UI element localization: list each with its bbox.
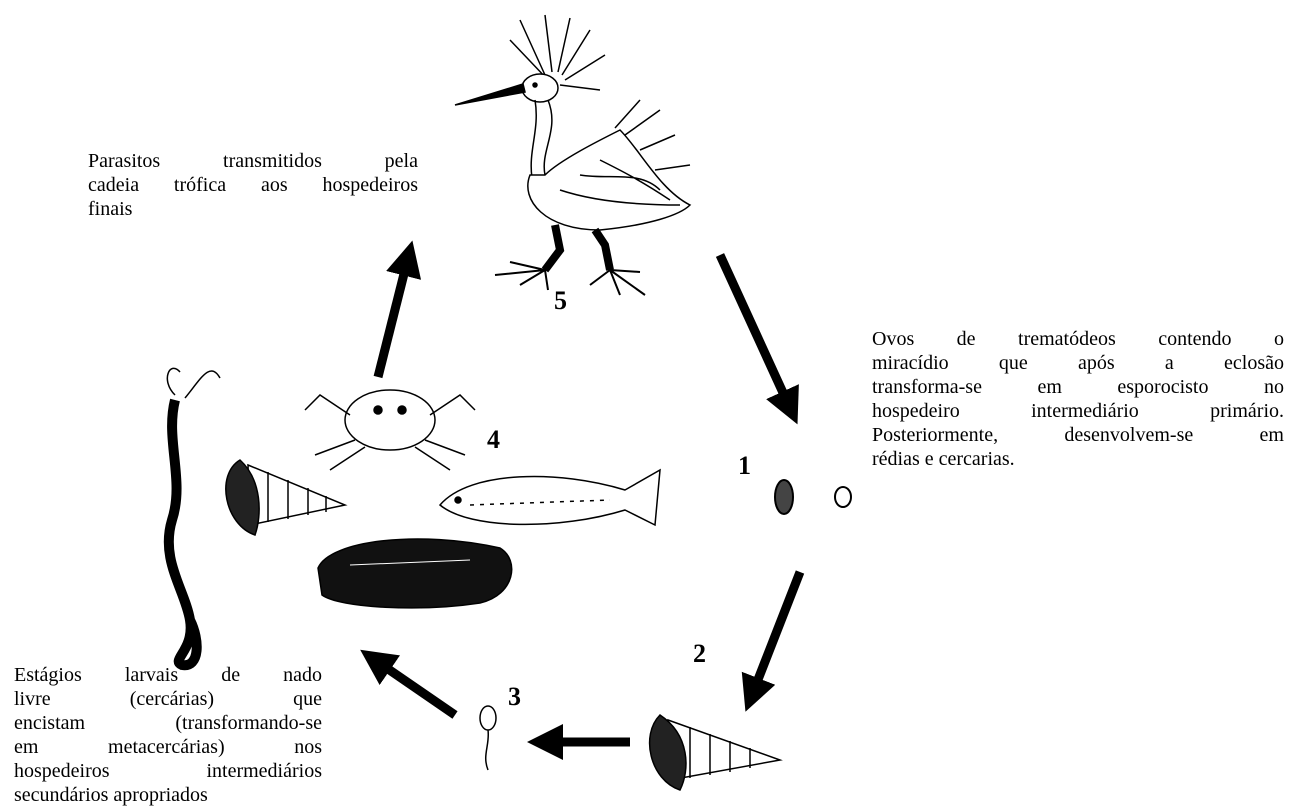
caption-line: rédias e cercarias. <box>872 447 1284 471</box>
stage-number-4: 4 <box>487 427 500 453</box>
arrow-eggs-to-snail <box>752 572 800 695</box>
stage-number-5: 5 <box>554 288 567 314</box>
caption-line: finais <box>88 197 418 221</box>
group-snail-icon <box>226 460 345 535</box>
arrow-hosts-to-bird <box>378 258 408 377</box>
stage-number-1: 1 <box>738 453 751 479</box>
caption-line: Estágios larvais de nado <box>14 663 322 687</box>
secondary-hosts-icon <box>167 368 660 665</box>
caption-line: encistam (transformando-se <box>14 711 322 735</box>
caption-line: em metacercárias) nos <box>14 735 322 759</box>
caption-line: hospedeiros intermediários <box>14 759 322 783</box>
fish-icon <box>440 470 660 525</box>
caption-line: Ovos de trematódeos contendo o <box>872 327 1284 351</box>
caption-line: livre (cercárias) que <box>14 687 322 711</box>
bivalve-shell-icon <box>318 539 512 608</box>
stage-number-3: 3 <box>508 684 521 710</box>
caption-line: secundários apropriados <box>14 783 322 807</box>
egret-bird-icon <box>455 15 690 295</box>
caption-line: hospedeiro intermediário primário. <box>872 399 1284 423</box>
snail-icon <box>650 715 780 790</box>
stage-number-2: 2 <box>693 641 706 667</box>
trematode-eggs-icon <box>775 480 851 514</box>
arrow-bird-to-eggs <box>720 255 790 408</box>
crab-icon <box>305 390 475 470</box>
caption-line: miracídio que após a eclosão <box>872 351 1284 375</box>
caption-bottom-left: Estágios larvais de nado livre (cercária… <box>14 663 322 807</box>
caption-top-left: Parasitos transmitidos pela cadeia trófi… <box>88 149 418 221</box>
arrow-cercaria-to-hosts <box>375 660 455 715</box>
polychaete-worm-icon <box>167 368 220 665</box>
caption-line: Parasitos transmitidos pela <box>88 149 418 173</box>
caption-line: transforma-se em esporocisto no <box>872 375 1284 399</box>
caption-line: Posteriormente, desenvolvem-se em <box>872 423 1284 447</box>
cercaria-icon <box>480 706 496 770</box>
caption-right: Ovos de trematódeos contendo o miracídio… <box>872 327 1284 471</box>
caption-line: cadeia trófica aos hospedeiros <box>88 173 418 197</box>
